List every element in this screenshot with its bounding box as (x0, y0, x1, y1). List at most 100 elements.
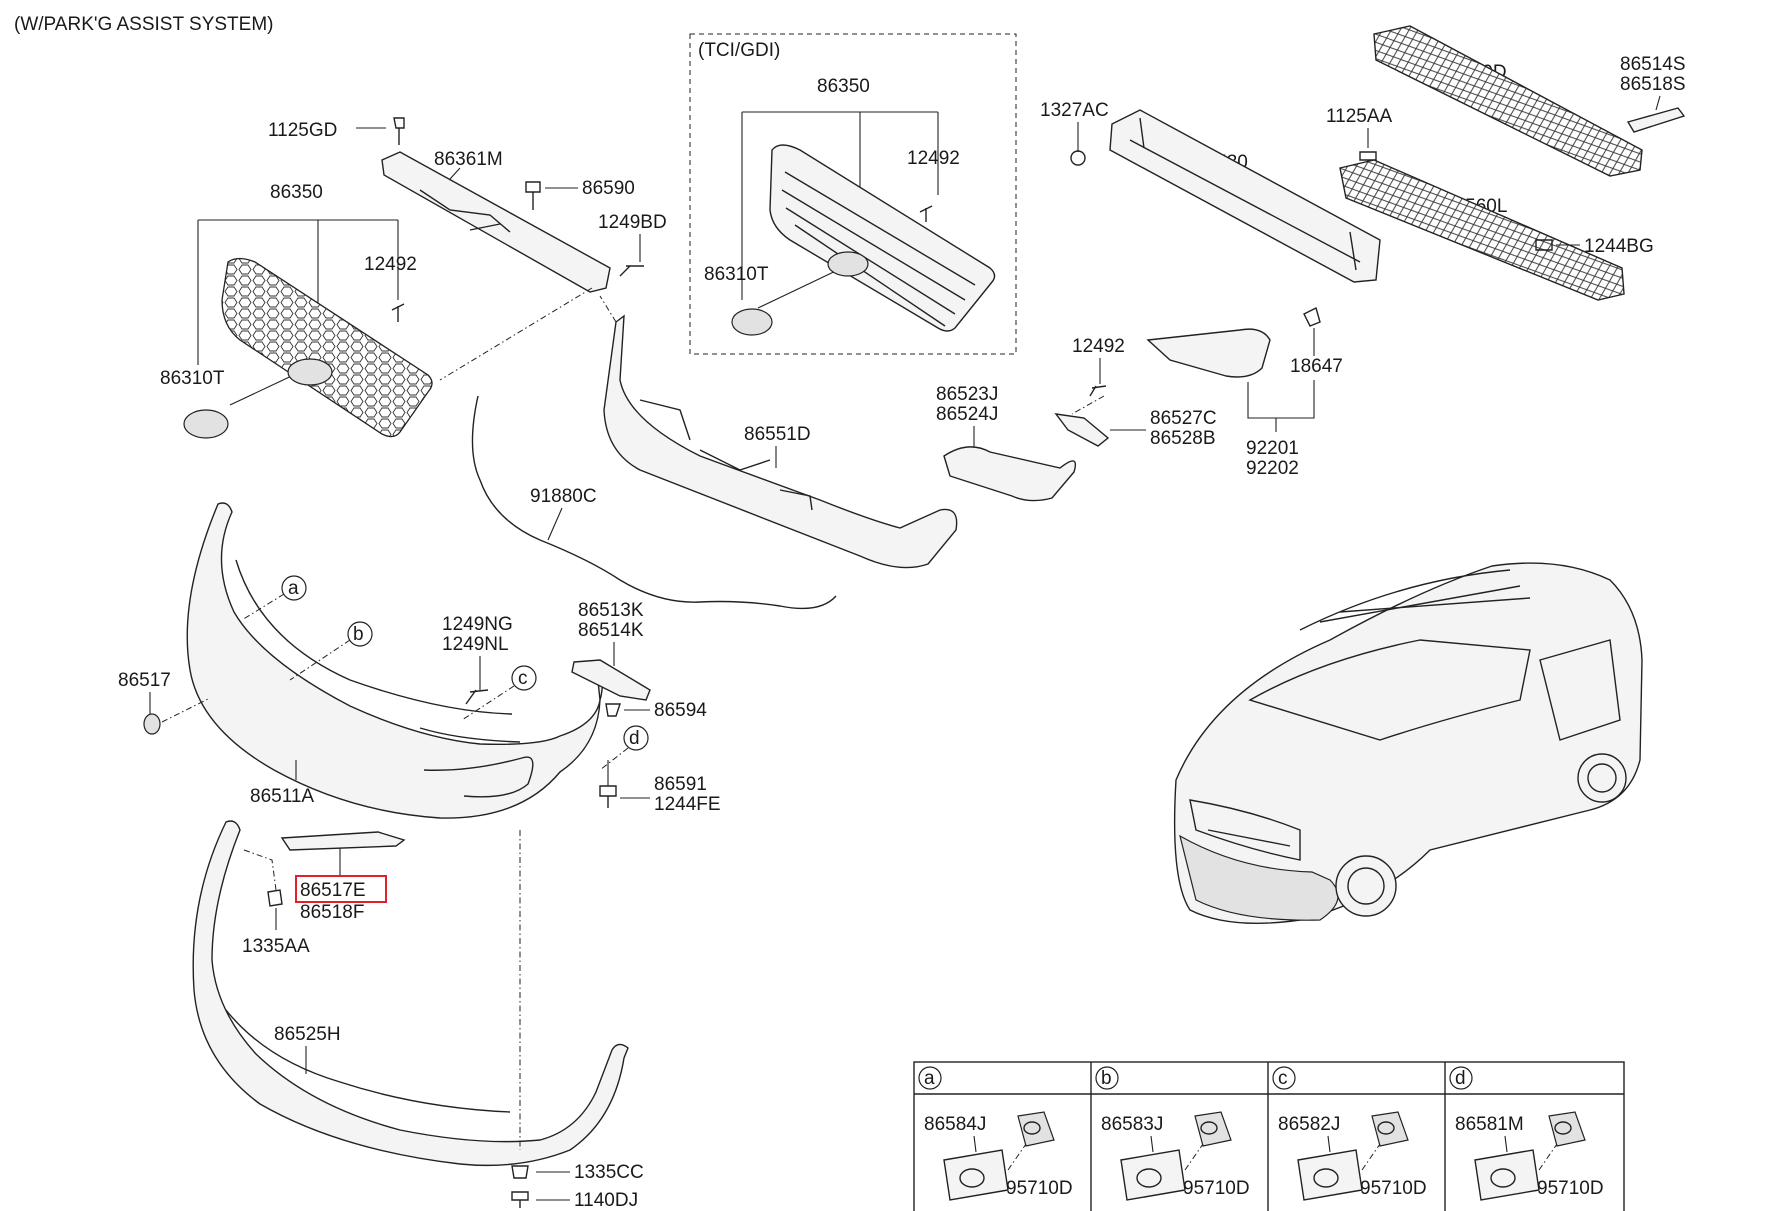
part-label-86513K[interactable]: 86513K (578, 600, 644, 621)
parking-sensor-c (1371, 1111, 1409, 1147)
part-label-12492-right[interactable]: 12492 (1072, 336, 1125, 357)
callout-d-label: d (629, 728, 640, 749)
callout-a[interactable] (281, 575, 307, 601)
sensor-label-a[interactable]: 95710D (1006, 1178, 1073, 1199)
screw-1249BD (619, 265, 644, 277)
bumper-support-group: 86551D (599, 295, 958, 569)
part-label-86528B[interactable]: 86528B (1150, 428, 1216, 449)
part-label-86514K[interactable]: 86514K (578, 620, 644, 641)
sensor-bracket-hole-b (1136, 1168, 1162, 1188)
side-bracket-group: 86513K 86514K 86594 86591 1244FE (571, 600, 721, 815)
clip-1335CC (511, 1165, 529, 1179)
part-label-1249NG[interactable]: 1249NG (442, 614, 513, 635)
part-label-92202[interactable]: 92202 (1246, 458, 1299, 479)
sensor-bracket-hole-c (1313, 1168, 1339, 1188)
part-label-86525H[interactable]: 86525H (274, 1024, 341, 1045)
callout-c[interactable] (511, 665, 537, 691)
bumper-beam-86530 (1109, 109, 1381, 283)
part-label-86514S[interactable]: 86514S (1620, 54, 1686, 75)
part-label-18647[interactable]: 18647 (1290, 356, 1343, 377)
nut-1327AC (1070, 150, 1086, 166)
garnish-86517E (280, 831, 406, 851)
upper-absorber-86570D (1373, 25, 1643, 177)
part-label-12492-left[interactable]: 12492 (364, 254, 417, 275)
bracket-label-c[interactable]: 86582J (1278, 1114, 1340, 1135)
part-label-1244FE[interactable]: 1244FE (654, 794, 721, 815)
tci-gdi-variant-box: (TCI/GDI) 86350 12492 86310T (689, 33, 1017, 355)
part-label-86350-left[interactable]: 86350 (270, 182, 323, 203)
sensor-label-c[interactable]: 95710D (1360, 1178, 1427, 1199)
part-label-86590[interactable]: 86590 (582, 178, 635, 199)
screw-1249NG (465, 689, 489, 705)
part-label-86310T-box[interactable]: 86310T (704, 264, 769, 285)
callout-b[interactable] (347, 621, 373, 647)
screw-12492-right (1089, 385, 1107, 397)
screw-1140DJ (511, 1191, 529, 1208)
part-label-1140DJ[interactable]: 1140DJ (574, 1190, 638, 1211)
part-label-1244BG[interactable]: 1244BG (1584, 236, 1654, 257)
part-label-91880C[interactable]: 91880C (530, 486, 597, 507)
bezel-cover-86527C (1054, 413, 1110, 447)
sensor-key-b-circle (1095, 1066, 1119, 1090)
sensor-label-b[interactable]: 95710D (1183, 1178, 1250, 1199)
sensor-bracket-d (1474, 1149, 1540, 1201)
variant-label: (TCI/GDI) (698, 40, 780, 61)
part-label-86527C[interactable]: 86527C (1150, 408, 1217, 429)
grille-emblem (287, 358, 333, 386)
screw-12492-left (391, 303, 405, 322)
part-label-86511A[interactable]: 86511A (250, 786, 314, 807)
part-label-1335AA[interactable]: 1335AA (242, 936, 310, 957)
part-label-86591[interactable]: 86591 (654, 774, 707, 795)
radiator-grille-honeycomb (221, 257, 433, 438)
clip-1335AA (267, 889, 283, 907)
sensor-bracket-hole-d (1490, 1168, 1516, 1188)
sensor-label-d[interactable]: 95710D (1537, 1178, 1604, 1199)
sensor-key-a: a (924, 1068, 935, 1089)
sensor-table-frame (913, 1061, 1625, 1211)
sensor-bracket-a (943, 1149, 1009, 1201)
part-label-1327AC[interactable]: 1327AC (1040, 100, 1109, 121)
bumper-cover-86511A (186, 502, 603, 819)
callout-b-label: b (353, 624, 364, 645)
clip-86594 (605, 703, 621, 717)
part-label-86518S[interactable]: 86518S (1620, 74, 1686, 95)
part-label-12492-box[interactable]: 12492 (907, 148, 960, 169)
kia-emblem-tci (731, 308, 773, 336)
part-label-1125AA[interactable]: 1125AA (1326, 106, 1393, 127)
part-label-86350-box[interactable]: 86350 (817, 76, 870, 97)
part-label-86517[interactable]: 86517 (118, 670, 171, 691)
part-label-1335CC[interactable]: 1335CC (574, 1162, 644, 1183)
fog-lamp-bezel-86523J (943, 446, 1077, 502)
vehicle-reference-illustration (1173, 562, 1643, 925)
callout-a-label: a (288, 578, 299, 599)
reinforcement-group: 1327AC 86530 1125AA 86570D 86514S 86518S… (1040, 25, 1686, 301)
grille-emblem-tci (827, 251, 869, 277)
highlight-86517E[interactable] (295, 875, 387, 903)
part-label-1249BD[interactable]: 1249BD (598, 212, 667, 233)
sensor-key-c: c (1278, 1068, 1288, 1089)
sensor-key-a-circle (918, 1066, 942, 1090)
part-label-86310T-left[interactable]: 86310T (160, 368, 225, 389)
part-label-86517E[interactable]: 86517E (300, 880, 366, 901)
parking-sensor-a (1017, 1111, 1055, 1147)
bracket-label-a[interactable]: 86584J (924, 1114, 986, 1135)
part-label-86594[interactable]: 86594 (654, 700, 707, 721)
upper-grille-group: 1125GD 86361M 86590 1249BD 86350 12492 8… (160, 117, 667, 439)
bulb-18647 (1303, 306, 1321, 327)
bracket-label-b[interactable]: 86583J (1101, 1114, 1163, 1135)
part-label-86518F[interactable]: 86518F (300, 902, 364, 923)
bracket-label-d[interactable]: 86581M (1455, 1114, 1524, 1135)
lower-lip-group: 86517E 86518F 1335AA 86525H 1335CC 1140D… (192, 820, 644, 1211)
part-label-86551D[interactable]: 86551D (744, 424, 811, 445)
part-label-86361M[interactable]: 86361M (434, 149, 503, 170)
sensor-key-d-circle (1449, 1066, 1473, 1090)
callout-d[interactable] (623, 725, 649, 751)
part-label-86524J[interactable]: 86524J (936, 404, 998, 425)
part-label-86523J[interactable]: 86523J (936, 384, 998, 405)
part-label-1249NL[interactable]: 1249NL (442, 634, 509, 655)
part-label-1125GD[interactable]: 1125GD (268, 120, 337, 141)
kia-emblem (183, 409, 229, 439)
part-label-92201[interactable]: 92201 (1246, 438, 1299, 459)
parking-sensor-d (1548, 1111, 1586, 1147)
